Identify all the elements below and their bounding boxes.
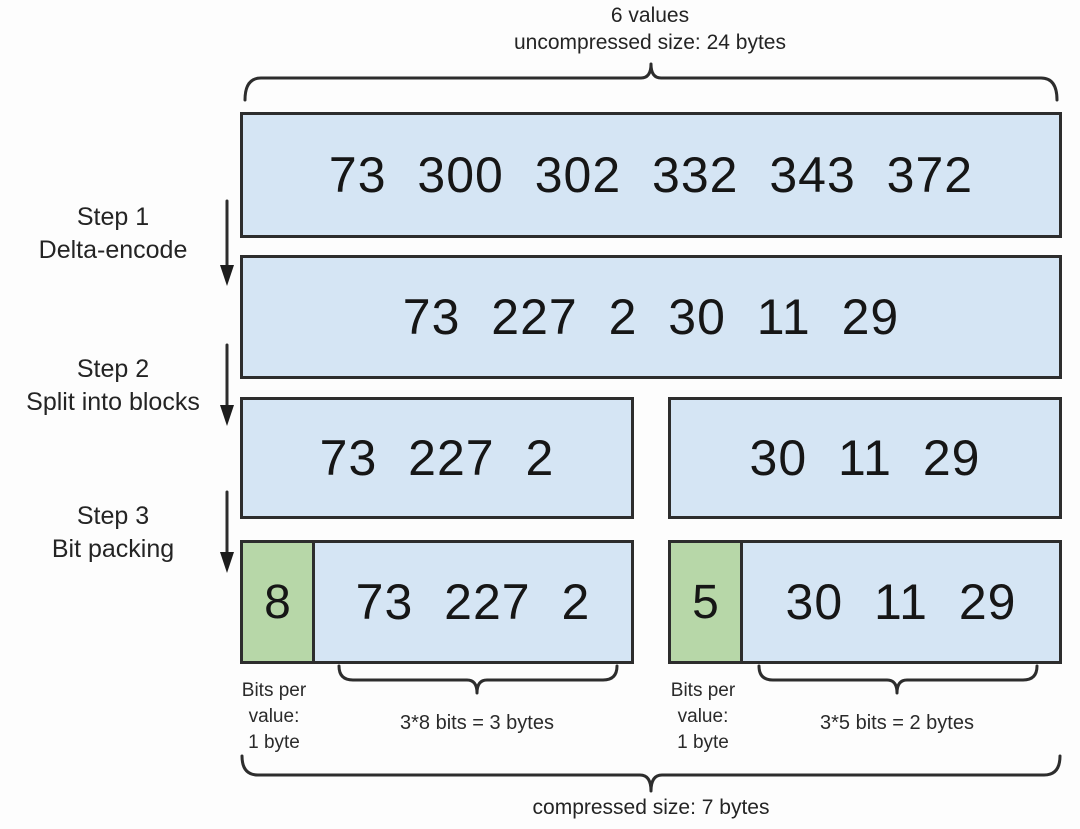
values-count-label: 6 values [610,4,690,27]
compressed-size-label: compressed size: 7 bytes [532,796,770,819]
delta-values-box: 73 227 2 30 11 29 [240,255,1062,379]
block2-size-label: 3*5 bits = 2 bytes [820,712,974,734]
step2-title: Step 2 [76,355,150,383]
block1-size-label: 3*8 bits = 3 bytes [400,712,554,734]
bits-per-value-left-line2: value: [248,706,300,727]
bits-per-value-right-line2: value: [677,706,729,727]
step1-subtitle: Delta-encode [38,236,188,264]
bits-per-value-label-left: Bits per value: 1 byte [222,678,326,756]
step2-label: Step 2 Split into blocks [0,353,226,419]
packed-block1-values: 73 227 2 [355,574,591,630]
step3-title: Step 3 [76,502,150,530]
packed-block1-box: 8 73 227 2 [240,540,634,664]
bits-per-value-right-line1: Bits per [670,680,736,701]
packed-block1-values-cell: 73 227 2 [315,543,631,661]
packed-block2-values-cell: 30 11 29 [743,543,1059,661]
packed-block2-values: 30 11 29 [785,574,1017,630]
packed-block2-box: 5 30 11 29 [668,540,1062,664]
block1-values: 73 227 2 [319,430,555,486]
uncompressed-brace [243,62,1059,102]
packed-block2-bits-cell: 5 [671,543,743,661]
original-values-box: 73 300 302 332 343 372 [240,112,1062,238]
bits-per-value-left-line1: Bits per [241,680,307,701]
bits-per-value-label-right: Bits per value: 1 byte [651,678,755,756]
step1-down-arrow-icon [220,199,234,286]
packed-block1-bits-cell: 8 [243,543,315,661]
block2-bytes-brace [757,664,1039,695]
bits-per-value-right-line3: 1 byte [677,732,729,753]
block1-box: 73 227 2 [240,397,634,519]
step3-subtitle: Bit packing [51,535,175,563]
step1-label: Step 1 Delta-encode [0,201,226,267]
bits-per-value-left-line3: 1 byte [248,732,300,753]
block2-box: 30 11 29 [668,397,1062,519]
compressed-brace [240,754,1062,793]
uncompressed-title: 6 values uncompressed size: 24 bytes [320,2,980,56]
block2-values: 30 11 29 [749,430,981,486]
step3-down-arrow-icon [220,490,234,573]
delta-values: 73 227 2 30 11 29 [402,289,900,345]
original-values: 73 300 302 332 343 372 [328,147,974,203]
block1-bytes-brace [337,664,619,695]
packed-block1-bits: 8 [264,575,291,629]
uncompressed-size-label: uncompressed size: 24 bytes [514,31,786,54]
packed-block2-bits: 5 [692,575,719,629]
step3-label: Step 3 Bit packing [0,500,226,566]
step2-down-arrow-icon [220,343,234,426]
step2-subtitle: Split into blocks [26,388,200,416]
step1-title: Step 1 [76,203,150,231]
